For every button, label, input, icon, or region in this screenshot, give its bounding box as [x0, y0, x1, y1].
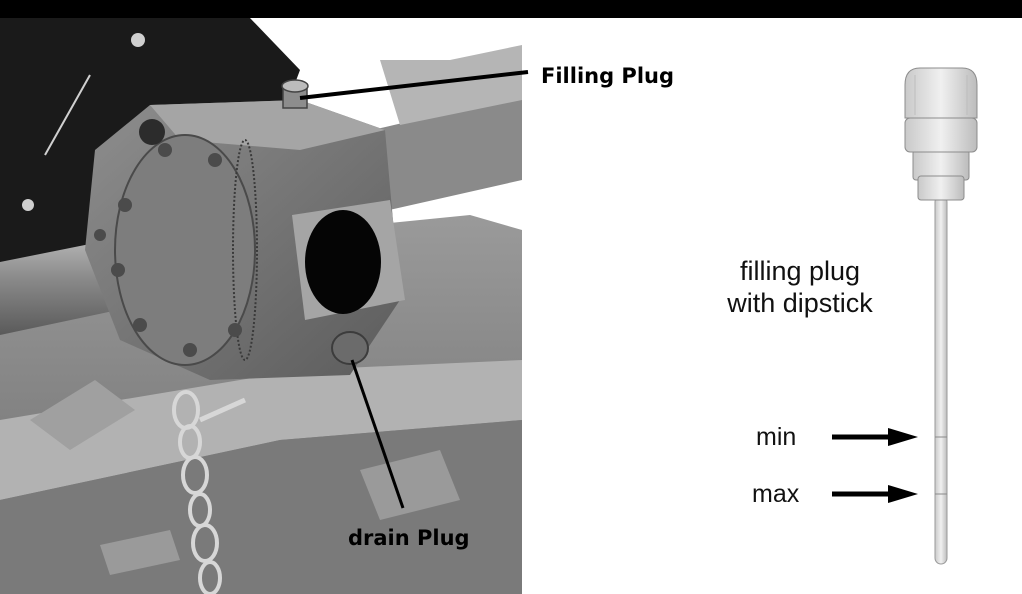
- drain-plug-label: drain Plug: [348, 526, 470, 550]
- output-opening: [305, 210, 381, 314]
- dipstick-illustration: [904, 67, 978, 565]
- flange-bolts: [94, 143, 242, 357]
- min-label: min: [756, 423, 797, 451]
- drain-plug-body: [331, 331, 369, 365]
- dipstick-caption-line1: filling plug: [739, 256, 861, 286]
- dipstick-caption-line2: with dipstick: [727, 288, 873, 319]
- max-arrow: [832, 485, 918, 503]
- dipstick-cap: [904, 67, 978, 119]
- min-arrow: [832, 428, 918, 446]
- max-label: max: [752, 480, 800, 508]
- dipstick-rod: [934, 195, 948, 565]
- filling-plug-leader-line: [299, 70, 529, 100]
- filling-plug-label: Filling Plug: [541, 64, 675, 88]
- drain-plug-leader-line: [350, 359, 405, 509]
- dipstick-caption: filling plug with dipstick: [680, 255, 920, 320]
- gearbox-photo: [0, 18, 522, 594]
- top-border-bar: [0, 0, 1022, 18]
- filling-plug-body: [281, 79, 309, 109]
- chain: [172, 390, 247, 594]
